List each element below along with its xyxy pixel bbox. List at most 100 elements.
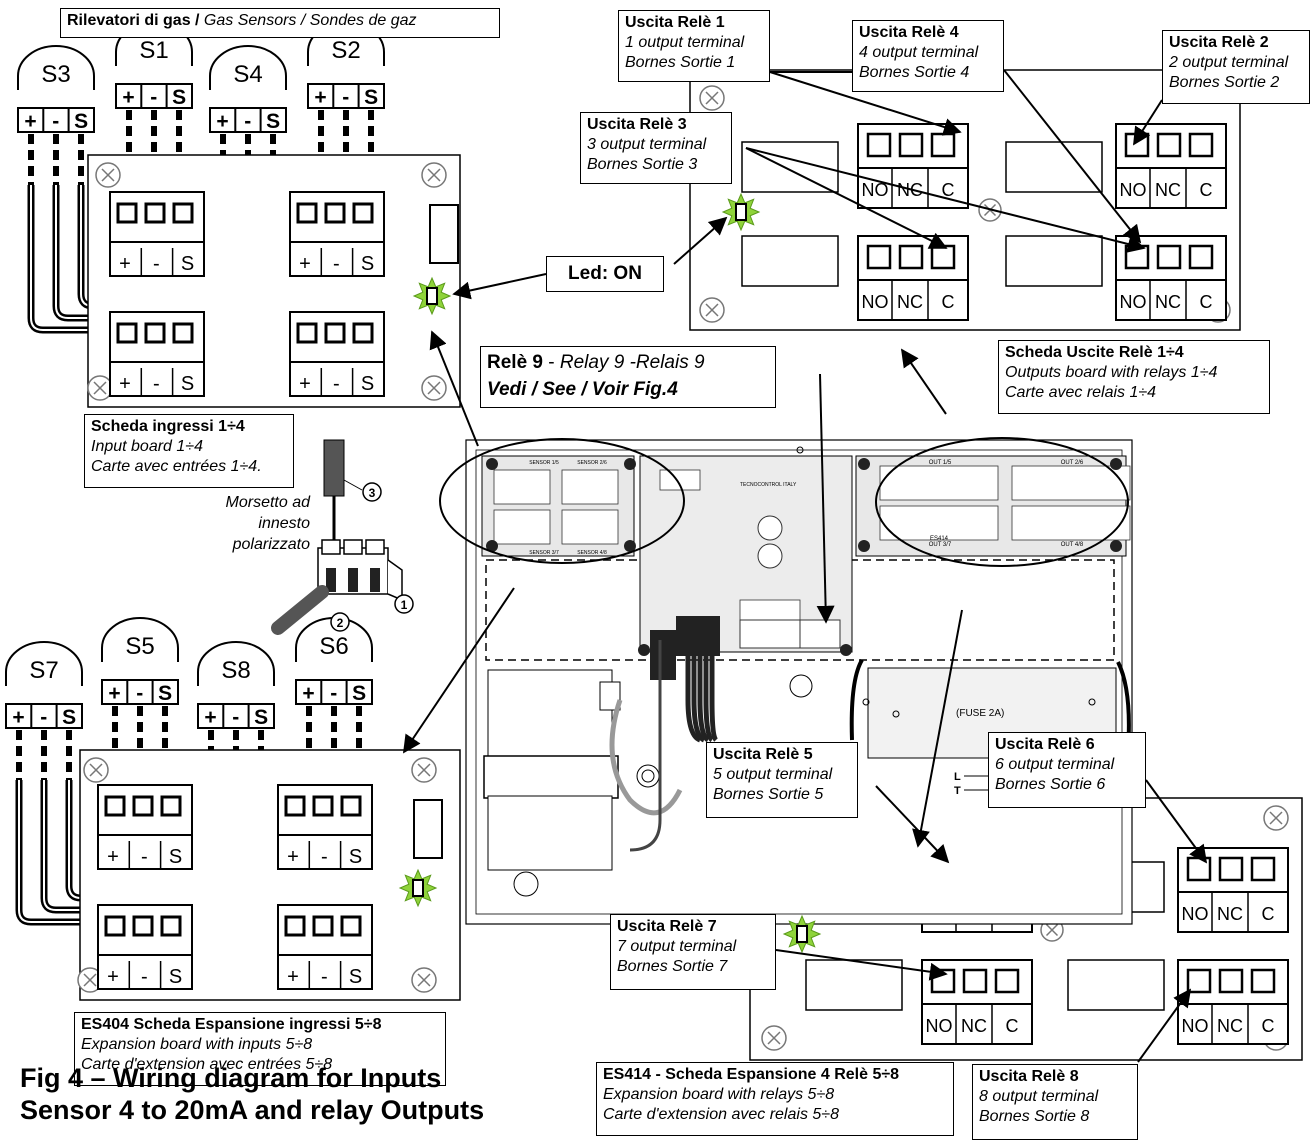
- relay-contact-label: C: [1262, 1016, 1275, 1036]
- transformer-bottom: [487, 795, 613, 871]
- terminal-screw: [132, 915, 154, 937]
- terminal-label: S: [181, 373, 194, 395]
- relay-terminal-screw: [1186, 968, 1212, 994]
- relay-terminal-screw: [930, 132, 956, 158]
- relay-terminal-screw: [930, 244, 956, 270]
- relay-1-title: Uscita Relè 1: [625, 14, 725, 31]
- connector-note: Morsetto ad innesto polarizzato: [200, 492, 310, 555]
- relay-5-title: Uscita Relè 5: [713, 746, 813, 763]
- arrow-relay3-b: [745, 147, 1146, 253]
- terminal-screw: [340, 915, 362, 937]
- pcb-mount: [624, 540, 636, 552]
- connector-pin: [326, 568, 336, 592]
- outputs-board-line2: Carte avec relais 1÷4: [1005, 384, 1157, 401]
- led-label: Led: ON: [568, 263, 642, 284]
- arrow-led-output: [673, 216, 728, 265]
- relay-2-caption: Uscita Relè 2 2 output terminal Bornes S…: [1162, 30, 1310, 104]
- sensor-pin-box: [209, 107, 287, 133]
- pcb-mount: [1110, 540, 1122, 552]
- pcb-sensor-slot: [493, 469, 551, 505]
- pcb-text: OUT 2/6: [1061, 460, 1084, 466]
- connector-slot: [321, 539, 341, 555]
- sensor-pin-label: +: [122, 86, 134, 109]
- arrow-relay7: [775, 949, 948, 981]
- terminal-label: -: [141, 966, 148, 988]
- terminal-in-5a: +-S: [97, 784, 193, 870]
- probe-1: [323, 439, 345, 497]
- small-hole: [892, 710, 900, 718]
- terminal-label: -: [333, 373, 340, 395]
- sensor-label: S3: [41, 61, 70, 88]
- relay-contact-label: NC: [897, 292, 923, 312]
- relay-body: [1067, 959, 1165, 1011]
- relay-contact-label: C: [1200, 292, 1213, 312]
- terminal-label: +: [299, 373, 311, 395]
- terminal-label: S: [361, 373, 374, 395]
- sensor-pin-label: S: [172, 86, 186, 109]
- relay-contact-label: NO: [926, 1016, 953, 1036]
- arrow-relay5: [875, 785, 950, 864]
- pcb-relay-slot: [1011, 465, 1131, 501]
- relay-contact-label: C: [1200, 180, 1213, 200]
- relay-contact-label: NO: [1182, 904, 1209, 924]
- arrow-input-board: [429, 330, 479, 447]
- pcb-sensor-slot: [561, 469, 619, 505]
- polarized-connector: 312: [271, 439, 414, 635]
- connector-pin: [348, 568, 358, 592]
- toroid-core: [641, 769, 655, 783]
- sensor-label: S5: [125, 633, 154, 660]
- callout-text: 3: [369, 486, 376, 500]
- pcb-text: ES414: [930, 536, 949, 542]
- led-input-5-8: [398, 868, 438, 908]
- relay-contact-label: NO: [1120, 292, 1147, 312]
- sensor-pin-label: S: [158, 682, 172, 705]
- sensor-top-1: S3+-S: [17, 45, 95, 133]
- screw-cross: [1045, 923, 1059, 937]
- terminal-screw: [116, 202, 138, 224]
- relay-terminal-screw: [1156, 244, 1182, 270]
- arrow-led-input: [452, 273, 547, 300]
- led-caption: Led: ON: [546, 256, 664, 292]
- sensor-top-3: S4+-S: [209, 45, 287, 133]
- sensor-pin-label: S: [352, 682, 366, 705]
- relay-terminal-base: [857, 279, 969, 321]
- terminal-label: S: [349, 966, 362, 988]
- relay-6-caption: Uscita Relè 6 6 output terminal Bornes S…: [988, 732, 1146, 808]
- transformer-top: [487, 669, 613, 761]
- sensor-pin-box: [5, 703, 83, 729]
- pcb-text: SENSOR 1/5: [529, 460, 559, 466]
- led-body: [735, 203, 747, 221]
- transformer-mid: [483, 755, 619, 799]
- input-board-line1: Input board 1÷4: [91, 438, 203, 455]
- terminal-screw: [324, 322, 346, 344]
- sensor-pin-label: +: [302, 682, 314, 705]
- relay-3-title: Uscita Relè 3: [587, 116, 687, 133]
- relay-contact-label: C: [942, 292, 955, 312]
- relay-7-line1: 7 output terminal: [617, 938, 737, 955]
- ic-chip: [659, 469, 701, 491]
- terminal-label: -: [153, 373, 160, 395]
- relay-6-line1: 6 output terminal: [995, 756, 1115, 773]
- connector-slot: [343, 539, 363, 555]
- enclosure-hole: [789, 674, 813, 698]
- sensor-pin-box: [295, 679, 373, 705]
- relay-contact-label: C: [1262, 904, 1275, 924]
- relay-body: [1005, 141, 1103, 193]
- terminal-screw: [132, 795, 154, 817]
- sensor-pin-label: -: [136, 682, 143, 705]
- terminal-in-6b: +-S: [277, 904, 373, 990]
- connector-note-line3: polarizzato: [232, 536, 310, 553]
- terminal-label: S: [169, 966, 182, 988]
- terminal-label: -: [321, 846, 328, 868]
- l-label: T: [954, 785, 961, 797]
- sensor-pin-label: -: [40, 706, 47, 729]
- es404-caption: ES404 Scheda Espansione ingressi 5÷8 Exp…: [74, 1012, 446, 1086]
- small-hole: [862, 698, 870, 706]
- pcb-mount: [1110, 458, 1122, 470]
- sensor-dome: [197, 641, 275, 686]
- sensor-label: S6: [319, 633, 348, 660]
- terminal-label: +: [107, 966, 119, 988]
